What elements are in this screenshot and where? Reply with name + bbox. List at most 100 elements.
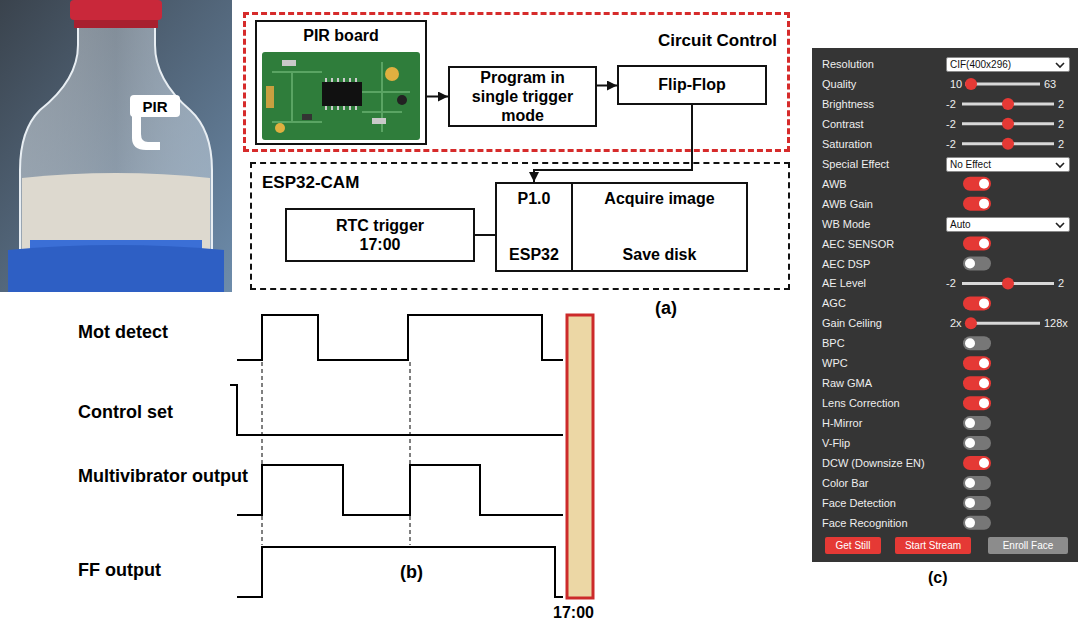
toggle-switch: [963, 177, 991, 191]
setting-name: Face Detection: [822, 496, 896, 510]
scale-value: -2: [946, 117, 956, 131]
dropdown: Auto: [946, 217, 1070, 232]
connector-arrow: [427, 96, 448, 98]
dropdown-text: CIF(400x296): [950, 59, 1011, 70]
panel-letter: (b): [400, 562, 423, 584]
control-set-wave: [230, 385, 563, 435]
board-box: PIR board: [255, 20, 427, 145]
connector-arrow: [475, 234, 495, 236]
button: Start Stream: [895, 537, 971, 554]
toggle-switch: [963, 396, 991, 410]
scale-value: -2: [946, 276, 956, 290]
setting-name: Special Effect: [822, 157, 889, 171]
setting-name: Brightness: [822, 97, 874, 111]
setting-name: BPC: [822, 336, 845, 350]
slider-track: [968, 322, 1040, 325]
button: Enroll Face: [988, 537, 1068, 554]
box-text: Program in single trigger mode: [462, 68, 584, 126]
toggle-switch: [963, 296, 991, 310]
toggle-switch: [963, 336, 991, 350]
pcb-picture: [262, 52, 420, 142]
setting-name: Contrast: [822, 117, 864, 131]
cell-text: P1.0: [518, 190, 551, 208]
setting-name: DCW (Downsize EN): [822, 456, 925, 470]
cell-text: ESP32: [509, 246, 559, 264]
multivibrator-wave: [237, 465, 563, 515]
button-text: Get Still: [835, 540, 870, 551]
toggle-knob: [979, 199, 989, 209]
button-text: Start Stream: [905, 540, 961, 551]
mot-detect-wave: [237, 315, 563, 360]
toggle-switch: [963, 376, 991, 390]
toggle-switch: [963, 456, 991, 470]
setting-name: AWB: [822, 177, 847, 191]
setting-name: AE Level: [822, 276, 866, 290]
toggle-switch: [963, 257, 991, 271]
setting-name: Saturation: [822, 137, 872, 151]
toggle-knob: [965, 438, 975, 448]
scale-value: 128x: [1044, 316, 1068, 330]
setting-name: Resolution: [822, 57, 874, 71]
mcu-cell: P1.0ESP32: [495, 182, 573, 272]
toggle-switch: [963, 476, 991, 490]
scale-value: 63: [1044, 77, 1056, 91]
setting-name: Quality: [822, 77, 856, 91]
box-text: Flip-Flop: [658, 75, 726, 94]
toggle-switch: [963, 496, 991, 510]
toggle-knob: [979, 398, 989, 408]
slider-knob: [1002, 118, 1014, 130]
signal-name: Mot detect: [78, 322, 168, 344]
dropdown-text: Auto: [950, 219, 971, 230]
setting-name: WB Mode: [822, 217, 870, 231]
cell-text: Acquire image: [604, 190, 714, 208]
scale-value: 2: [1058, 117, 1064, 131]
guide-line: [262, 362, 410, 545]
setting-name: Face Recognition: [822, 516, 908, 530]
setting-name: Raw GMA: [822, 376, 872, 390]
setting-name: AEC DSP: [822, 257, 870, 271]
toggle-knob: [965, 259, 975, 269]
toggle-knob: [965, 418, 975, 428]
scale-value: 2x: [950, 316, 962, 330]
dropdown: CIF(400x296): [946, 57, 1070, 72]
setting-name: AWB Gain: [822, 197, 873, 211]
cell-text: Save disk: [623, 246, 697, 264]
photo-callout: PIR: [130, 95, 180, 117]
signal-name: Multivibrator output: [78, 466, 248, 488]
region-box: Circuit ControlPIR boardProgram in singl…: [243, 12, 790, 152]
signal-name: FF output: [78, 560, 161, 582]
toggle-knob: [979, 378, 989, 388]
scale-value: 2: [1058, 137, 1064, 151]
bottle-photo: [0, 0, 232, 292]
toggle-knob: [979, 458, 989, 468]
signal-name: Control set: [78, 402, 173, 424]
setting-name: V-Flip: [822, 436, 850, 450]
scale-value: -2: [946, 137, 956, 151]
toggle-switch: [963, 237, 991, 251]
process-box: RTC trigger 17:00: [285, 208, 475, 262]
process-box: Program in single trigger mode: [448, 66, 597, 127]
toggle-knob: [979, 179, 989, 189]
setting-name: Gain Ceiling: [822, 316, 882, 330]
setting-name: WPC: [822, 356, 848, 370]
button-text: Enroll Face: [1003, 540, 1054, 551]
toggle-knob: [965, 498, 975, 508]
toggle-switch: [963, 516, 991, 530]
slider-knob: [965, 317, 977, 329]
box-text: PIR board: [257, 27, 425, 45]
scale-value: 2: [1058, 97, 1064, 111]
slider-knob: [965, 78, 977, 90]
setting-name: AEC SENSOR: [822, 237, 894, 251]
dropdown-chevron: [1055, 161, 1065, 169]
setting-name: Color Bar: [822, 476, 868, 490]
process-box: Flip-Flop: [617, 65, 767, 105]
scale-value: 2: [1058, 276, 1064, 290]
setting-name: AGC: [822, 296, 846, 310]
slider-knob: [1002, 277, 1014, 289]
time-bar: [567, 315, 593, 598]
dropdown-chevron: [1055, 61, 1065, 69]
chevron-line: [1056, 163, 1064, 167]
callout-text: PIR: [142, 98, 167, 115]
toggle-knob: [979, 298, 989, 308]
